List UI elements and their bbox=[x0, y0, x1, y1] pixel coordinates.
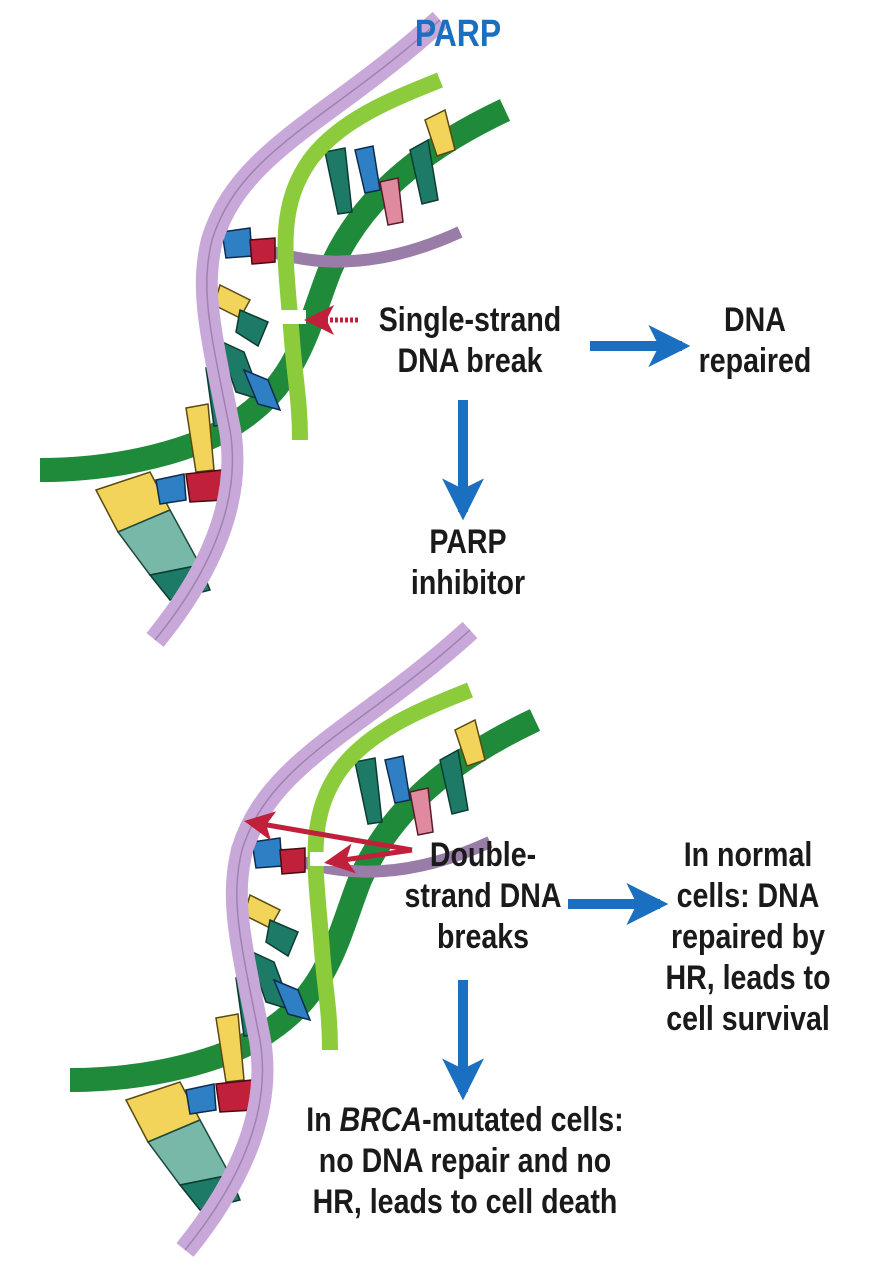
dna-repaired-label: DNA repaired bbox=[692, 300, 818, 382]
break-arrow-double-right bbox=[324, 843, 413, 874]
repaired-line-2: repaired bbox=[698, 342, 812, 380]
single-strand-break-label: Single-strand DNA break bbox=[373, 300, 566, 382]
inhibitor-line-1: PARP bbox=[429, 523, 507, 561]
inhibitor-line-2: inhibitor bbox=[410, 564, 526, 602]
brca-prefix: In bbox=[306, 1101, 340, 1139]
repaired-line-1: DNA bbox=[724, 301, 786, 339]
double-break-line-1: Double- bbox=[429, 836, 537, 874]
parp-inhibitor-label: PARP inhibitor bbox=[405, 522, 531, 604]
normal-line-5: cell survival bbox=[666, 1000, 830, 1038]
normal-line-1: In normal bbox=[683, 836, 813, 874]
double-strand-gap-left bbox=[200, 812, 240, 826]
single-break-line-2: DNA break bbox=[397, 342, 543, 380]
brca-line-2: no DNA repair and no bbox=[318, 1142, 612, 1180]
single-break-line-1: Single-strand bbox=[378, 301, 562, 339]
title-text: PARP bbox=[414, 13, 502, 55]
normal-line-3: repaired by bbox=[671, 918, 825, 956]
normal-cells-label: In normal cells: DNA repaired by HR, lea… bbox=[664, 835, 832, 1040]
double-strand-breaks-label: Double- strand DNA breaks bbox=[403, 835, 563, 958]
double-break-line-3: breaks bbox=[436, 918, 530, 956]
single-strand-gap bbox=[280, 310, 306, 324]
brca-mutated-label: In BRCA-mutated cells: no DNA repair and… bbox=[301, 1100, 629, 1223]
normal-line-4: HR, leads to bbox=[665, 959, 831, 997]
break-arrow-double-left bbox=[244, 811, 413, 853]
diagram-title: PARP bbox=[399, 14, 517, 55]
brca-line-3: HR, leads to cell death bbox=[312, 1183, 618, 1221]
brca-line-1-rest: -mutated cells: bbox=[422, 1101, 624, 1139]
double-break-line-2: strand DNA bbox=[404, 877, 562, 915]
normal-line-2: cells: DNA bbox=[676, 877, 820, 915]
brca-line-1: In BRCA-mutated cells: bbox=[301, 1100, 629, 1141]
brca-gene: BRCA bbox=[339, 1101, 423, 1139]
